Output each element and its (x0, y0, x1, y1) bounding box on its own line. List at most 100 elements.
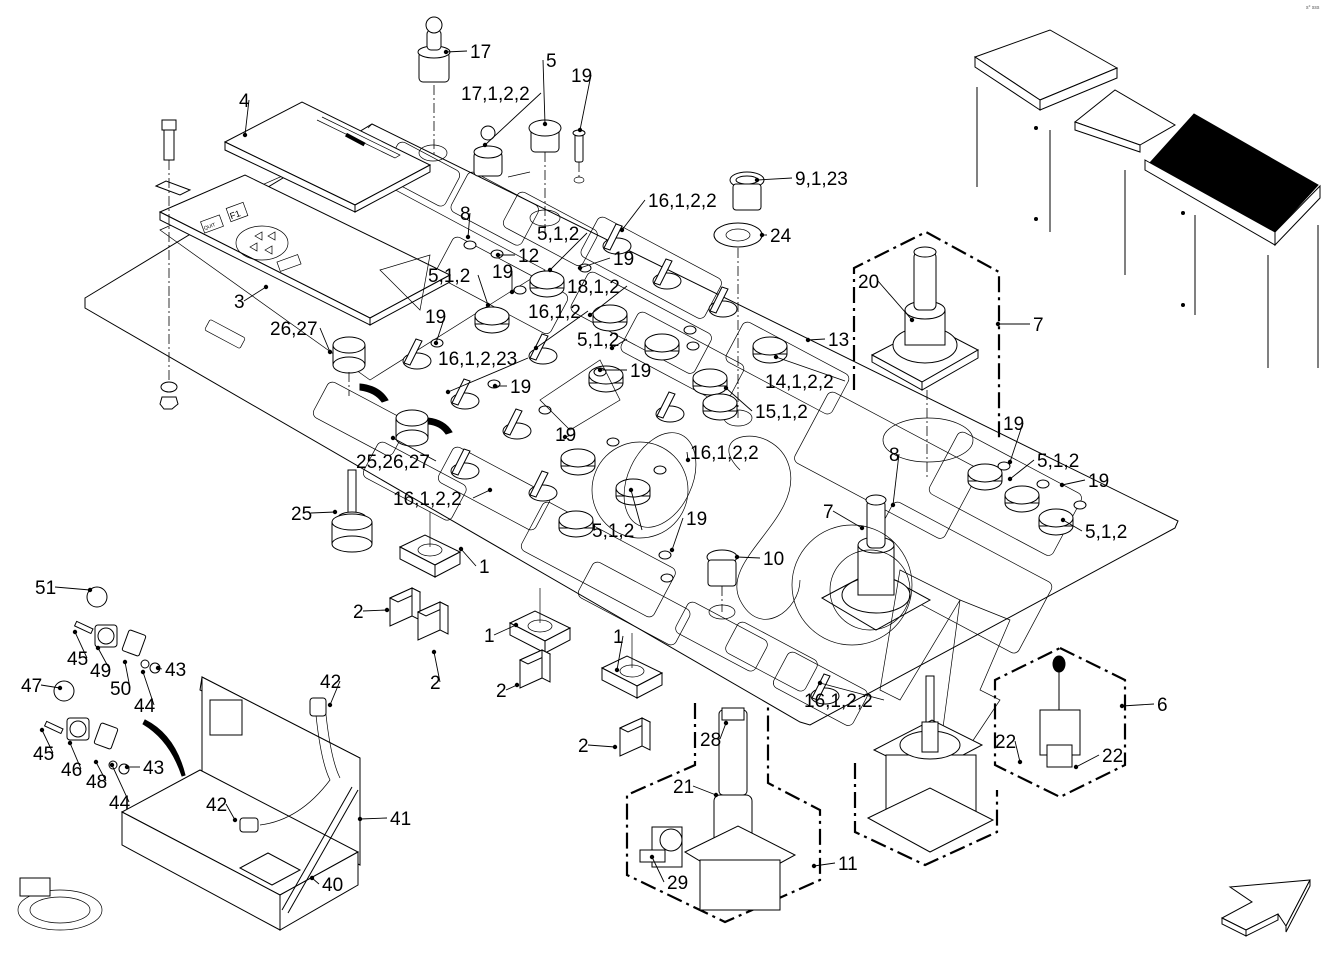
indicator-lamp (513, 285, 527, 295)
callout-label: 51 (35, 578, 56, 599)
callout-c2627: 26,27 (270, 319, 333, 355)
leader-line (651, 856, 665, 883)
leader-line (807, 338, 826, 341)
callout-label: 1 (484, 626, 495, 647)
leader-line (775, 356, 846, 382)
callout-label: 45 (67, 649, 88, 670)
callout-label: 9,1,23 (795, 169, 848, 190)
contact-carrier-1 (398, 512, 462, 578)
callout-label: 19 (630, 361, 651, 382)
callout-label: 48 (86, 772, 107, 793)
callout-c19top: 19 (571, 66, 592, 133)
callout-label: 26,27 (270, 319, 318, 340)
callout-label: 29 (667, 873, 688, 894)
leader-line (433, 651, 441, 683)
callout-label: 25,26,27 (356, 452, 430, 473)
leader-line (447, 357, 529, 393)
cabinet (973, 29, 1321, 368)
callout-c7a: 7 (995, 315, 1044, 336)
callout-c44b: 44 (109, 762, 131, 814)
leader-dot (57, 685, 63, 691)
leader-line (819, 682, 885, 701)
leader-line (725, 387, 753, 412)
callout-label: 17 (470, 42, 491, 63)
leader-line (310, 511, 336, 514)
callout-label: 47 (21, 676, 42, 697)
callout-label: 5,1,2 (428, 266, 470, 287)
leader-line (54, 586, 91, 591)
leader-dot (465, 234, 471, 240)
callout-c19a: 19 (492, 262, 515, 295)
pushbutton (1004, 485, 1040, 513)
leader-dot (542, 121, 548, 127)
callout-label: 12 (518, 246, 539, 267)
callout-c9: 9,1,23 (754, 169, 848, 190)
callout-c1812: 18,1,2 (567, 277, 628, 318)
leader-dot (39, 727, 45, 733)
selector-switch (450, 378, 480, 410)
callout-c19c: 19 (425, 307, 446, 346)
leader-dot (514, 682, 520, 688)
selector-switch (602, 223, 632, 255)
callout-label: 19 (613, 249, 634, 270)
leader-line (630, 489, 643, 531)
callout-c16d: 16,1,2,2 (804, 680, 885, 712)
callout-label: 15,1,2 (755, 402, 808, 423)
leader-line (589, 285, 628, 316)
leader-line (359, 817, 388, 820)
callout-label: 16,1,2,2 (648, 191, 717, 212)
callout-c4: 4 (239, 91, 250, 138)
callout-c46: 46 (61, 740, 82, 781)
callout-label: 16,1,2,2 (804, 691, 873, 712)
callout-c19b: 19 (577, 249, 634, 271)
leader-line (329, 680, 341, 706)
callout-label: 19 (492, 262, 513, 283)
callout-label: 5 (546, 51, 557, 72)
callout-label: 13 (828, 330, 849, 351)
callout-c2a: 2 (353, 602, 390, 623)
indicator-lamp (463, 240, 477, 250)
leader-line (40, 684, 61, 689)
leader-line (877, 280, 913, 321)
indicator-lamp (606, 437, 620, 447)
leader-line (621, 199, 646, 231)
callout-label: 46 (61, 760, 82, 781)
leader-dot (485, 302, 491, 308)
leader-dot (87, 587, 93, 593)
leader-line (124, 661, 131, 689)
selector-switch (652, 258, 682, 290)
pushbutton (752, 336, 788, 364)
selector-switch (402, 338, 432, 370)
key-switch-17-panel (473, 125, 531, 178)
leader-line (671, 517, 684, 551)
leader-line (1009, 422, 1024, 463)
selector-switch (450, 448, 480, 480)
callout-label: 16,1,2,2 (393, 489, 462, 510)
pushbutton (592, 304, 628, 332)
connector-group (43, 586, 186, 777)
callout-label: 5,1,2 (577, 330, 619, 351)
leader-dot (614, 667, 620, 673)
leader-line (756, 177, 793, 181)
leader-dot (685, 457, 691, 463)
callout-label: 16,1,2,23 (438, 349, 517, 370)
leader-dot (587, 312, 593, 318)
leader-dot (513, 622, 519, 628)
callout-c50: 50 (110, 659, 131, 700)
leader-dot (577, 127, 583, 133)
leader-line (319, 327, 331, 353)
leader-line (142, 671, 155, 706)
callout-label: 5,1,2 (1037, 451, 1079, 472)
selector-switch (528, 333, 558, 365)
callout-c41: 41 (357, 809, 411, 830)
callout-c3: 3 (234, 284, 269, 313)
callout-c252627: 25,26,27 (356, 435, 437, 473)
callout-c8a: 8 (460, 204, 471, 240)
callout-label: 19 (1003, 414, 1024, 435)
leader-dot (109, 762, 115, 768)
callout-label: 11 (838, 854, 858, 875)
callout-label: 2 (353, 602, 364, 623)
leader-dot (533, 345, 539, 351)
callout-label: 19 (686, 509, 707, 530)
